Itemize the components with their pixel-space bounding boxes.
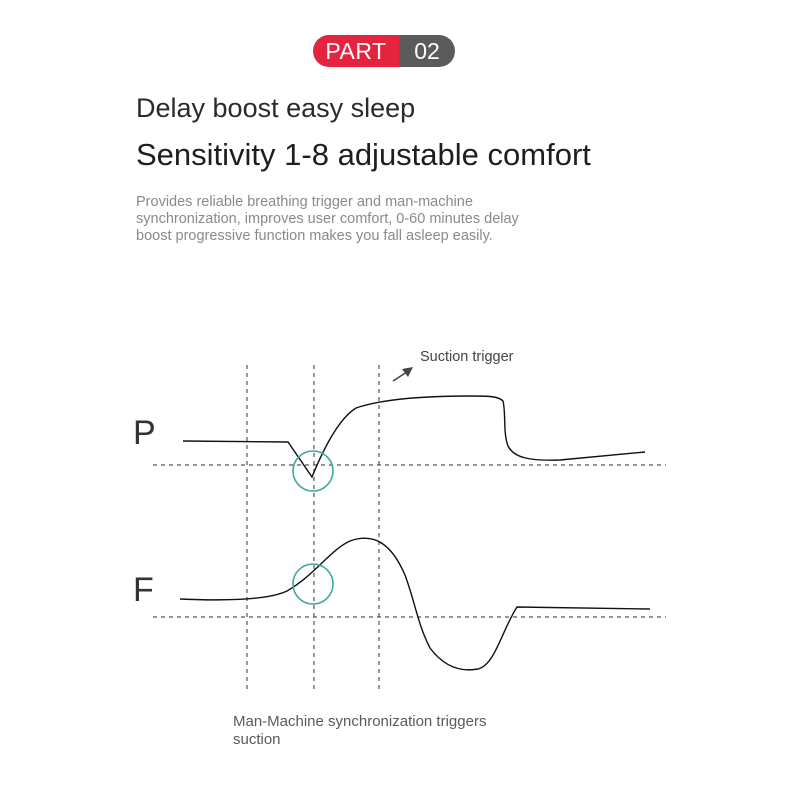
diagram-caption: Man-Machine synchronization triggers suc… [233, 713, 486, 749]
section-title: Sensitivity 1-8 adjustable comfort [136, 137, 591, 172]
flow-axis-label: F [133, 571, 154, 609]
badge-part-label: PART [313, 35, 399, 67]
description-line: boost progressive function makes you fal… [136, 228, 493, 244]
badge-part-number: 02 [399, 35, 455, 67]
description: Provides reliable breathing trigger and … [136, 194, 576, 245]
description-line: synchronization, improves user comfort, … [136, 211, 519, 227]
arrow-icon [392, 367, 413, 382]
pressure-curve [182, 395, 646, 479]
section-subtitle: Delay boost easy sleep [136, 93, 416, 123]
description-line: Provides reliable breathing trigger and … [136, 194, 473, 210]
pressure-axis-label: P [133, 414, 156, 452]
pressure-trigger-marker [292, 450, 334, 492]
suction-trigger-label: Suction trigger [420, 349, 514, 365]
caption-line: suction [233, 731, 281, 748]
part-badge: PART 02 [313, 35, 455, 67]
flow-trigger-marker [292, 563, 334, 605]
flow-curve [179, 537, 651, 671]
caption-line: Man-Machine synchronization triggers [233, 713, 487, 730]
